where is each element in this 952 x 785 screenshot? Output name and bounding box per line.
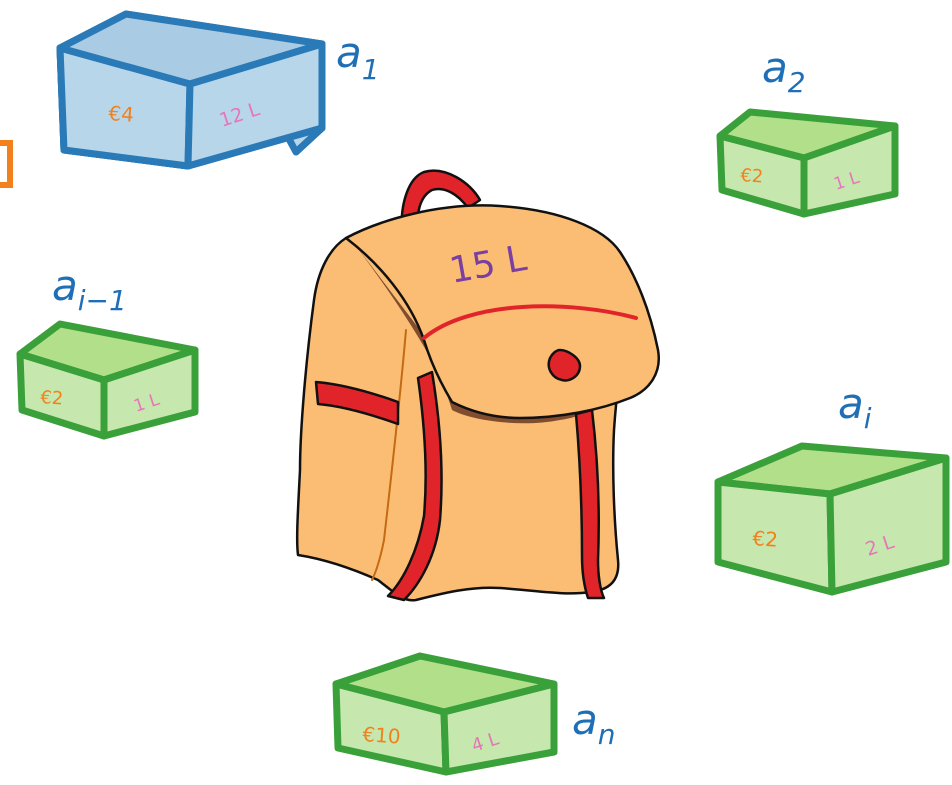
edge-fragment [0,140,13,188]
box-a2 [716,108,899,218]
price-a2: €2 [740,165,764,188]
label-ai: ai [838,379,872,435]
item-ai: €2 2 L ai [714,379,950,596]
item-a1: €4 12 L a1 [56,10,380,170]
item-a2: €2 1 L a2 [716,43,899,218]
backpack-clasp [547,348,582,382]
price-a1: €4 [108,101,135,127]
label-a2: a2 [762,43,806,99]
left-strap [314,380,400,426]
front-strap-right [574,408,606,600]
price-an: €10 [362,722,402,749]
front-strap-left [386,370,443,602]
backpack [295,169,660,602]
price-ai: €2 [752,526,779,552]
backpack-handle [400,169,482,234]
box-a1 [56,10,326,170]
box-an [332,652,558,776]
backpack-body [295,236,626,602]
box-ai [714,442,950,596]
label-an: an [572,695,616,751]
price-ai-minus-1: €2 [40,387,64,410]
item-ai-minus-1: €2 1 L ai−1 [16,261,199,440]
item-an: €10 4 L an [332,652,616,776]
label-a1: a1 [336,28,380,86]
label-ai-minus-1: ai−1 [52,261,127,317]
box-ai-minus-1 [16,320,199,440]
